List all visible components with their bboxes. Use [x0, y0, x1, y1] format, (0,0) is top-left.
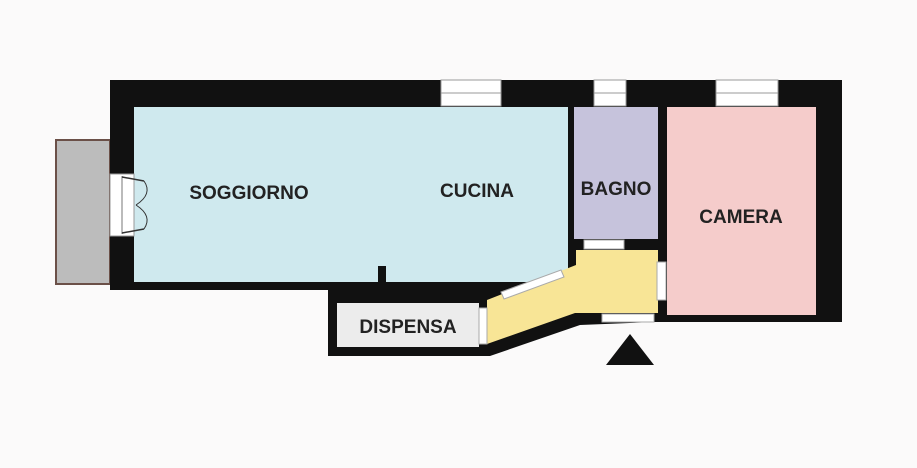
- door-swing-icon: [109, 173, 148, 237]
- door-bagno: [583, 239, 625, 250]
- room-dispensa: [337, 303, 479, 347]
- door-cucina-corridor: [500, 269, 565, 300]
- label-soggiorno: SOGGIORNO: [189, 183, 308, 204]
- corridor: [487, 250, 658, 344]
- balcony: [55, 139, 111, 285]
- door-camera: [656, 261, 667, 301]
- label-dispensa: DISPENSA: [359, 317, 456, 338]
- window-cucina: [440, 79, 502, 107]
- window-bagno: [593, 79, 627, 107]
- entrance-triangle-icon: [606, 334, 654, 365]
- label-camera: CAMERA: [699, 207, 783, 228]
- room-camera: [667, 107, 816, 315]
- label-cucina: CUCINA: [440, 181, 514, 202]
- room-bagno: [574, 107, 658, 239]
- door-dispensa: [478, 307, 488, 345]
- wall-stub: [378, 266, 386, 286]
- room-soggiorno-cucina: [134, 107, 568, 282]
- label-bagno: BAGNO: [581, 179, 652, 200]
- window-camera: [715, 79, 779, 107]
- door-entrance: [601, 313, 655, 323]
